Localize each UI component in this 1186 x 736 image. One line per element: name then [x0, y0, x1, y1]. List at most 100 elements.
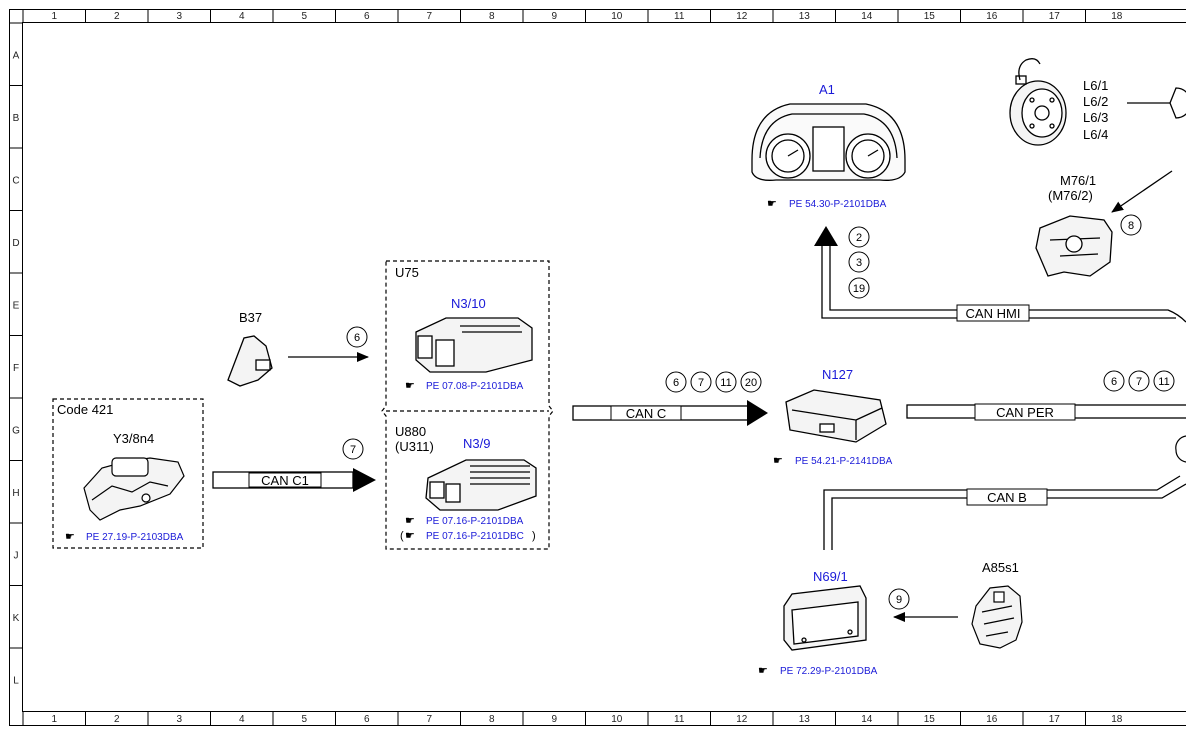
ref-hand-icon: ☛: [405, 530, 415, 542]
svg-text:7: 7: [698, 377, 704, 389]
engine-ecu-n3-9-icon: [425, 459, 537, 511]
can-c-arrowhead: [747, 400, 768, 426]
svg-text:3: 3: [856, 257, 862, 269]
svg-text:6: 6: [673, 377, 679, 389]
m76-arrow: [1111, 170, 1173, 213]
signal-marker-a85s1: 9: [888, 588, 910, 610]
can-c1-label-box: [248, 472, 322, 488]
grid-column-label: 12: [736, 714, 748, 725]
u880-label: U880: [395, 424, 426, 439]
grid-column-label: 11: [674, 714, 685, 725]
grid-column-label: 5: [301, 11, 307, 22]
signal-marker-can-c-3: 11: [715, 371, 737, 393]
n3-9-reference-1: PE 07.16-P-2101DBA: [426, 516, 524, 527]
grid-column-label: 9: [551, 714, 557, 725]
ref-hand-icon: ☛: [767, 198, 777, 210]
signal-marker-can-c1: 7: [342, 438, 364, 460]
parking-brake-motor-icon: [1035, 215, 1113, 277]
ref-hand-icon: ☛: [758, 665, 768, 677]
grid-column-label: 2: [114, 11, 120, 22]
door-lock-switch-icon: [971, 585, 1023, 649]
can-per-label-box: [974, 403, 1076, 421]
grid-row-label: H: [12, 488, 19, 499]
svg-text:9: 9: [896, 594, 902, 606]
ref-paren-close: ): [532, 530, 536, 542]
svg-text:6: 6: [1111, 376, 1117, 388]
grid-column-label: 6: [364, 714, 370, 725]
grid-column-label: 17: [1049, 11, 1061, 22]
grid-column-label: 4: [239, 714, 245, 725]
grid-column-label: 2: [114, 714, 120, 725]
l6-1-label: L6/1: [1083, 78, 1108, 93]
grid-column-label: 18: [1111, 11, 1123, 22]
svg-text:19: 19: [853, 283, 865, 295]
n3-9-label: N3/9: [463, 436, 490, 451]
code421-group-box: [52, 398, 204, 549]
m76-2-label: (M76/2): [1048, 188, 1093, 203]
signal-markers: 6 7 2 3 19 8 6 7 11 20 6 7 11 9: [342, 214, 1175, 610]
grid-row-label: F: [13, 363, 19, 374]
signal-marker-can-per-1: 6: [1103, 370, 1125, 392]
can-hmi-label: CAN HMI: [966, 306, 1021, 321]
grid-column-label: 3: [176, 714, 182, 725]
signal-marker-can-per-2: 7: [1128, 370, 1150, 392]
a85s1-label: A85s1: [982, 560, 1019, 575]
can-per-label: CAN PER: [996, 405, 1054, 420]
svg-text:7: 7: [350, 444, 356, 456]
grid-column-label: 3: [176, 11, 182, 22]
grid-column-label: 7: [426, 714, 432, 725]
powertrain-control-unit-icon: [785, 389, 887, 443]
m76-1-label: M76/1: [1060, 173, 1096, 188]
svg-text:11: 11: [1158, 376, 1169, 388]
grid-column-label: 5: [301, 714, 307, 725]
grid-column-label: 6: [364, 11, 370, 22]
y3-8n4-reference: PE 27.19-P-2103DBA: [86, 532, 184, 543]
svg-text:8: 8: [1128, 220, 1134, 232]
signal-marker-a1-2: 3: [848, 251, 870, 273]
n69-1-label: N69/1: [813, 569, 848, 584]
ref-hand-icon: ☛: [405, 515, 415, 527]
can-c1-arrowhead: [353, 468, 376, 492]
svg-text:7: 7: [1136, 376, 1142, 388]
grid-column-label: 7: [426, 11, 432, 22]
grid-row-label: K: [13, 613, 20, 624]
grid-column-label: 15: [924, 714, 936, 725]
grid-column-label: 9: [551, 11, 557, 22]
door-control-unit-icon: [783, 585, 867, 651]
grid-column-label: 14: [861, 11, 873, 22]
instrument-cluster-icon: [751, 103, 906, 181]
ref-hand-icon: ☛: [405, 380, 415, 392]
grid-column-label: 18: [1111, 714, 1123, 725]
partial-circle-right: [1175, 435, 1186, 463]
signal-marker-can-c-4: 20: [740, 371, 762, 393]
grid-column-label: 10: [611, 714, 623, 725]
grid-column-label: 12: [736, 11, 748, 22]
l6-2-label: L6/2: [1083, 94, 1108, 109]
signal-marker-b37: 6: [346, 326, 368, 348]
n3-10-reference: PE 07.08-P-2101DBA: [426, 381, 524, 392]
signal-marker-can-c-1: 6: [665, 371, 687, 393]
a1-label: A1: [819, 82, 835, 97]
ref-paren-open: (: [400, 530, 404, 542]
can-hmi-bus-bar: [821, 244, 1186, 323]
code421-label: Code 421: [57, 402, 113, 417]
grid-column-label: 16: [986, 714, 998, 725]
signal-marker-a1-1: 2: [848, 226, 870, 248]
grid-column-label: 4: [239, 11, 245, 22]
u311-label: (U311): [395, 439, 434, 454]
grid-column-label: 17: [1049, 714, 1061, 725]
grid-column-label: 1: [51, 11, 57, 22]
svg-text:20: 20: [745, 377, 757, 389]
u75-label: U75: [395, 265, 419, 280]
can-c1-label: CAN C1: [261, 473, 309, 488]
grid-row-label: D: [12, 238, 19, 249]
n127-label: N127: [822, 367, 853, 382]
can-hmi-arrowhead: [814, 226, 838, 246]
grid-column-label: 13: [799, 714, 811, 725]
ref-hand-icon: ☛: [773, 455, 783, 467]
